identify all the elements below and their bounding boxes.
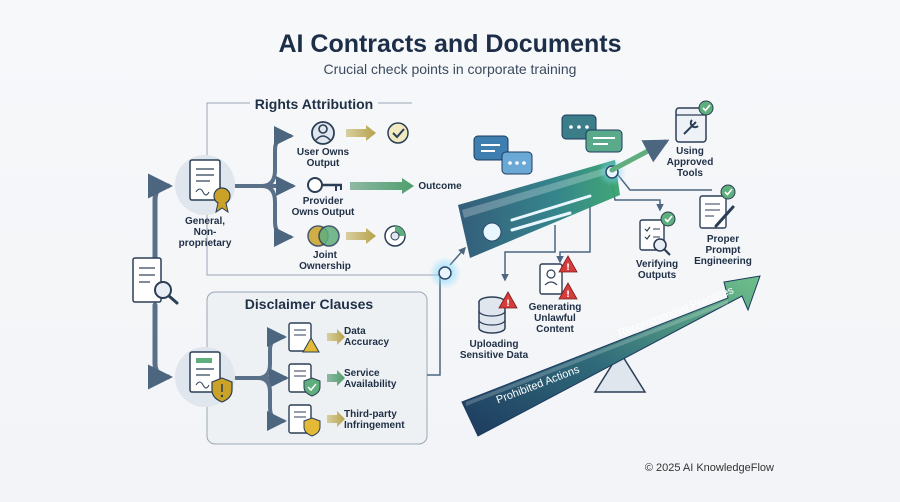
contract-certificate-icon	[175, 155, 235, 215]
left-connectors	[147, 173, 173, 390]
data-accuracy-label: Data Accuracy	[344, 326, 390, 349]
joint-ownership-icon	[307, 225, 340, 247]
svg-text:!: !	[506, 299, 510, 309]
prompt-engineering-icon	[699, 184, 736, 229]
id-card-warning-icon: ! !	[539, 255, 578, 300]
source-document-icon	[132, 257, 179, 305]
outcome-label: Outcome	[418, 181, 462, 192]
partial-pie-icon	[384, 225, 406, 247]
trend-arrow	[609, 139, 670, 173]
verify-outputs-icon	[639, 211, 676, 256]
svg-text:!: !	[566, 290, 570, 300]
key-icon	[307, 177, 342, 193]
disclaimer-branch	[234, 327, 289, 431]
check-badge-icon	[387, 122, 409, 144]
third-party-label: Third-party Infringement	[344, 409, 405, 432]
disclaimer-title: Disclaimer Clauses	[244, 296, 374, 312]
rights-title: Rights Attribution	[254, 96, 374, 112]
doc-warning-icon	[288, 322, 345, 353]
joint-ownership-label: Joint Ownership	[299, 250, 351, 273]
page-title: AI Contracts and Documents	[278, 30, 622, 58]
approved-tools-label: Using Approved Tools	[666, 146, 714, 180]
service-availability-label: Service Availability	[344, 368, 397, 391]
doc-shield-check-icon	[288, 363, 345, 397]
contract-shield-icon	[175, 347, 235, 407]
copyright-footer: © 2025 AI KnowledgeFlow	[644, 462, 774, 474]
rights-arrows	[346, 125, 414, 244]
doc-alert-icon	[288, 404, 345, 437]
user-owns-label: User Owns Output	[296, 147, 350, 170]
rights-branch	[234, 126, 296, 247]
chat-panel	[458, 160, 620, 258]
verify-outputs-label: Verifying Outputs	[635, 259, 679, 282]
provider-owns-label: Provider Owns Output	[291, 196, 355, 219]
unlawful-content-label: Generating Unlawful Content	[528, 302, 582, 336]
user-avatar-icon	[311, 121, 335, 145]
balance-seesaw	[461, 275, 761, 437]
uploading-data-label: Uploading Sensitive Data	[459, 339, 529, 362]
page-subtitle: Crucial check points in corporate traini…	[323, 61, 577, 77]
node-dot	[438, 266, 452, 280]
chat-bubbles-icon	[473, 114, 623, 175]
prompt-engineering-label: Proper Prompt Engineering	[694, 234, 752, 268]
approved-tools-icon	[675, 100, 714, 143]
rights-source-label: General, Non-proprietary	[178, 216, 232, 250]
svg-text:!: !	[566, 263, 570, 273]
database-warning-icon: !	[478, 291, 518, 334]
